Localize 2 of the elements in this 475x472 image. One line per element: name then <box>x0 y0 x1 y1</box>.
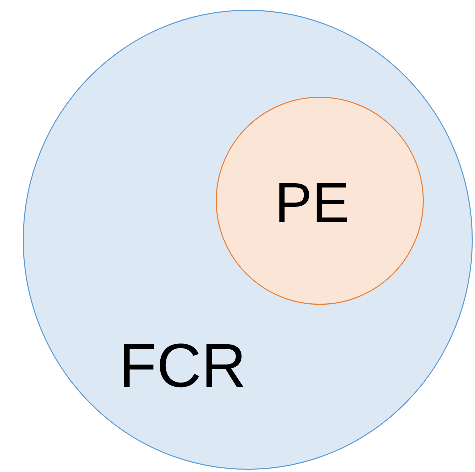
set-label: FCR <box>119 336 246 398</box>
set-label: PE <box>275 175 350 231</box>
